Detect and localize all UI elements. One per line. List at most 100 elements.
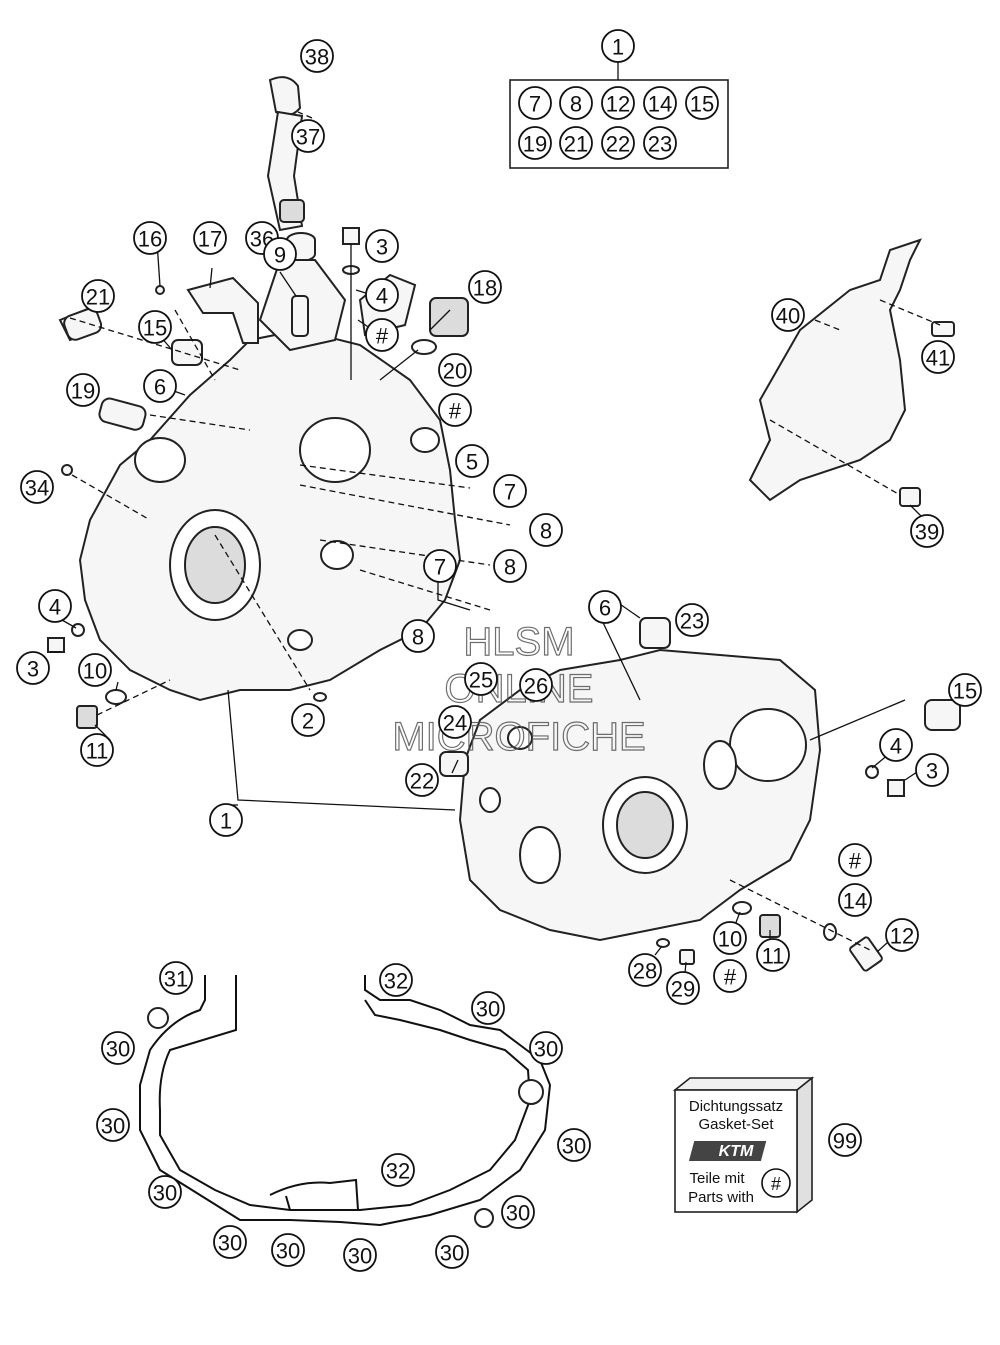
callout-5: 5 — [455, 444, 489, 478]
callout-40: 40 — [771, 298, 805, 332]
callout-7-a: 7 — [493, 474, 527, 508]
kit-callout-14: 14 — [643, 86, 677, 120]
svg-text:#: # — [849, 849, 862, 874]
callout-16: 16 — [133, 221, 167, 255]
svg-text:30: 30 — [506, 1201, 530, 1226]
kit-callout-19: 19 — [518, 126, 552, 160]
svg-text:4: 4 — [49, 595, 61, 620]
callout-30-d: 30 — [96, 1108, 130, 1142]
svg-text:7: 7 — [434, 555, 446, 580]
callout-8-b: 8 — [493, 549, 527, 583]
svg-text:5: 5 — [466, 450, 478, 475]
part-callouts: 1 38 37 36 3 4 # 18 20 # 16 17 9 21 15 6… — [16, 29, 982, 1272]
gasket-set-line3: Teile mit — [689, 1170, 745, 1187]
svg-text:6: 6 — [599, 596, 611, 621]
callout-31: 31 — [159, 961, 193, 995]
callout-41: 41 — [921, 340, 955, 374]
callout-28: 28 — [628, 953, 662, 987]
callout-hash-20: # — [438, 393, 472, 427]
svg-text:15: 15 — [953, 679, 977, 704]
callout-29: 29 — [666, 971, 700, 1005]
callout-3-left: 3 — [16, 651, 50, 685]
callout-39: 39 — [910, 514, 944, 548]
svg-text:7: 7 — [529, 92, 541, 117]
callout-23: 23 — [675, 603, 709, 637]
callout-26: 26 — [519, 668, 553, 702]
callout-15-left: 15 — [138, 310, 172, 344]
callout-37: 37 — [291, 119, 325, 153]
kit-callout-15: 15 — [685, 86, 719, 120]
sprocket-cover — [748, 238, 922, 502]
svg-text:23: 23 — [680, 609, 704, 634]
svg-text:3: 3 — [376, 235, 388, 260]
svg-text:3: 3 — [27, 657, 39, 682]
kit-callout-12: 12 — [601, 86, 635, 120]
ktm-logo: KTM — [719, 1143, 754, 1160]
callout-8-c: 8 — [401, 619, 435, 653]
svg-text:24: 24 — [443, 711, 467, 736]
callout-21: 21 — [81, 279, 115, 313]
callout-6-right: 6 — [588, 590, 622, 624]
gasket-set-line4: Parts with — [688, 1189, 754, 1206]
callout-2: 2 — [291, 703, 325, 737]
svg-text:21: 21 — [564, 132, 588, 157]
kit-callout-22: 22 — [601, 126, 635, 160]
svg-text:14: 14 — [648, 92, 672, 117]
svg-text:7: 7 — [504, 480, 516, 505]
svg-text:20: 20 — [443, 359, 467, 384]
gasket-set-line1: Dichtungssatz — [689, 1098, 783, 1115]
svg-text:30: 30 — [440, 1241, 464, 1266]
kit-callout-21: 21 — [559, 126, 593, 160]
left-crankcase-half — [78, 259, 462, 702]
callout-99: 99 — [828, 1123, 862, 1157]
callout-30-f: 30 — [148, 1175, 182, 1209]
svg-text:30: 30 — [153, 1181, 177, 1206]
callout-10-left: 10 — [78, 653, 112, 687]
svg-text:8: 8 — [412, 625, 424, 650]
callout-hash-top: # — [365, 318, 399, 352]
callout-8-a: 8 — [529, 513, 563, 547]
callout-hash-right: # — [838, 843, 872, 877]
svg-text:#: # — [449, 399, 462, 424]
svg-text:23: 23 — [648, 132, 672, 157]
callout-20: 20 — [438, 353, 472, 387]
callout-11-left: 11 — [80, 733, 114, 767]
svg-text:29: 29 — [671, 977, 695, 1002]
svg-text:22: 22 — [606, 132, 630, 157]
watermark-line1: HLSM — [463, 620, 574, 664]
callout-24: 24 — [438, 705, 472, 739]
kit-box-callouts: 7 8 12 14 15 19 21 22 23 — [518, 86, 719, 160]
svg-text:15: 15 — [690, 92, 714, 117]
svg-text:17: 17 — [198, 227, 222, 252]
callout-30-c: 30 — [529, 1031, 563, 1065]
svg-text:#: # — [724, 965, 737, 990]
callout-10-right: 10 — [713, 921, 747, 955]
svg-text:30: 30 — [106, 1037, 130, 1062]
watermark-line3: MICROFICHE — [392, 715, 645, 759]
callout-32-b: 32 — [381, 1153, 415, 1187]
callout-9: 9 — [263, 237, 297, 271]
svg-text:31: 31 — [164, 967, 188, 992]
callout-30-h: 30 — [213, 1225, 247, 1259]
callout-1-bottom: 1 — [209, 803, 243, 837]
svg-text:39: 39 — [915, 520, 939, 545]
svg-text:14: 14 — [843, 889, 867, 914]
svg-text:19: 19 — [71, 379, 95, 404]
svg-text:12: 12 — [890, 924, 914, 949]
callout-30-a: 30 — [471, 991, 505, 1025]
callout-30-e: 30 — [557, 1128, 591, 1162]
svg-text:30: 30 — [476, 997, 500, 1022]
crankcase-gasket — [139, 975, 552, 1228]
svg-text:34: 34 — [25, 476, 49, 501]
svg-text:32: 32 — [384, 969, 408, 994]
svg-text:30: 30 — [218, 1231, 242, 1256]
callout-19: 19 — [66, 373, 100, 407]
svg-text:19: 19 — [523, 132, 547, 157]
svg-text:22: 22 — [410, 769, 434, 794]
callout-4-left: 4 — [38, 589, 72, 623]
callout-25: 25 — [464, 662, 498, 696]
svg-text:25: 25 — [469, 668, 493, 693]
callout-12: 12 — [885, 918, 919, 952]
callout-30-j: 30 — [343, 1238, 377, 1272]
